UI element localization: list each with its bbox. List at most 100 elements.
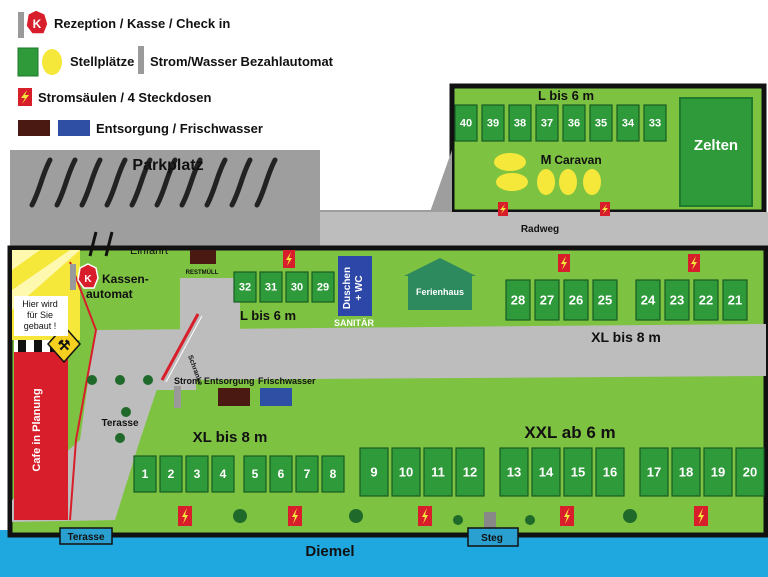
m-caravan-area — [494, 153, 601, 195]
pitch-label: 9 — [370, 464, 377, 479]
cafe-label: Cafe in Planung — [31, 388, 43, 471]
strom-automat — [174, 386, 181, 408]
pitch-37[interactable] — [535, 104, 559, 142]
legend: K Rezeption / Kasse / Check in Stellplät… — [17, 9, 334, 136]
lightning-icon — [422, 508, 428, 524]
pitch-17[interactable] — [639, 447, 669, 497]
pitch-label: 23 — [670, 292, 684, 307]
pitch-label: 13 — [507, 464, 521, 479]
pitch-label: 22 — [699, 292, 713, 307]
lightning-icon — [698, 508, 704, 524]
pitch-9[interactable] — [359, 447, 389, 497]
lightning-icon — [292, 508, 298, 524]
kassen-label: Kassen- — [102, 272, 149, 286]
xl-right-label: XL bis 8 m — [591, 329, 661, 345]
pitch-label: 35 — [595, 118, 607, 130]
svg-text:+ WC: + WC — [354, 275, 365, 300]
svg-text:K: K — [84, 274, 92, 285]
pitch-2[interactable] — [159, 455, 183, 493]
pitch-label: 26 — [569, 292, 583, 307]
ferienhaus-building — [408, 274, 472, 310]
pitch-label: 24 — [641, 292, 656, 307]
pitch-6[interactable] — [269, 455, 293, 493]
sanitaer-label: SANITÄR — [334, 318, 374, 328]
parkplatz-label: Parkplatz — [132, 157, 203, 174]
einfahrt-label: Einfahrt — [130, 245, 168, 257]
pitch-20[interactable] — [735, 447, 765, 497]
l-mid-label: L bis 6 m — [240, 308, 296, 323]
diemel-label: Diemel — [305, 543, 354, 560]
pitch-label: 17 — [647, 464, 661, 479]
restmuell-label: RESTMÜLL — [186, 269, 219, 276]
pitch-1[interactable] — [133, 455, 157, 493]
lightning-icon — [561, 256, 567, 270]
pitch-label: 19 — [711, 464, 725, 479]
pitch-34[interactable] — [616, 104, 640, 142]
entry-post — [88, 231, 98, 257]
svg-text:Hier wird: Hier wird — [22, 299, 58, 309]
pitch-18[interactable] — [671, 447, 701, 497]
pitch-28[interactable] — [505, 279, 531, 321]
pitch-label: 40 — [460, 118, 472, 130]
pitch-label: 30 — [291, 282, 303, 294]
terasse-mid-label: Terasse — [101, 418, 139, 429]
ferienhaus-roof — [404, 258, 476, 276]
pitch-27[interactable] — [534, 279, 560, 321]
m-label: M — [541, 152, 552, 167]
legend-rezeption: Rezeption / Kasse / Check in — [54, 16, 230, 31]
pitch-24[interactable] — [635, 279, 661, 321]
svg-text:für Sie: für Sie — [27, 310, 53, 320]
caravan-label: Caravan — [554, 153, 601, 167]
parking-marks — [29, 157, 278, 208]
pitch-38[interactable] — [508, 104, 532, 142]
legend-automat: Strom/Wasser Bezahlautomat — [150, 54, 334, 69]
pitch-label: 12 — [463, 464, 477, 479]
pitch-35[interactable] — [589, 104, 613, 142]
pitch-8[interactable] — [321, 455, 345, 493]
pitch-12[interactable] — [455, 447, 485, 497]
pitch-label: 14 — [539, 464, 554, 479]
pitch-33[interactable] — [643, 104, 667, 142]
pitch-label: 15 — [571, 464, 585, 479]
frischwasser-station — [260, 388, 292, 406]
xxl-label: XXL ab 6 m — [524, 423, 615, 442]
pitch-legend-icon — [17, 47, 39, 77]
pitch-10[interactable] — [391, 447, 421, 497]
pitch-3[interactable] — [185, 455, 209, 493]
pitch-23[interactable] — [664, 279, 690, 321]
pitch-40[interactable] — [454, 104, 478, 142]
lightning-icon — [182, 508, 188, 524]
internal-road — [12, 324, 766, 522]
pitch-13[interactable] — [499, 447, 529, 497]
pitch-36[interactable] — [562, 104, 586, 142]
pitch-29[interactable] — [311, 271, 335, 303]
steg — [467, 527, 519, 547]
pitch-5[interactable] — [243, 455, 267, 493]
pitch-26[interactable] — [563, 279, 589, 321]
pitch-19[interactable] — [703, 447, 733, 497]
pitch-label: 27 — [540, 292, 554, 307]
pitch-11[interactable] — [423, 447, 453, 497]
pitch-16[interactable] — [595, 447, 625, 497]
lightning-icon — [602, 204, 608, 214]
pitch-21[interactable] — [722, 279, 748, 321]
pitch-15[interactable] — [563, 447, 593, 497]
pitch-31[interactable] — [259, 271, 283, 303]
construction-note — [14, 296, 68, 336]
entsorgung-station — [218, 388, 250, 406]
pitch-22[interactable] — [693, 279, 719, 321]
svg-text:Duschen: Duschen — [342, 267, 353, 309]
pitch-39[interactable] — [481, 104, 505, 142]
pitch-14[interactable] — [531, 447, 561, 497]
pitch-label: 3 — [194, 467, 201, 481]
pitch-7[interactable] — [295, 455, 319, 493]
pitch-32[interactable] — [233, 271, 257, 303]
pitch-label: 28 — [511, 292, 525, 307]
pitch-4[interactable] — [211, 455, 235, 493]
pitch-25[interactable] — [592, 279, 618, 321]
pitch-30[interactable] — [285, 271, 309, 303]
pitch-label: 11 — [431, 464, 445, 479]
pitch-label: 34 — [622, 118, 635, 130]
